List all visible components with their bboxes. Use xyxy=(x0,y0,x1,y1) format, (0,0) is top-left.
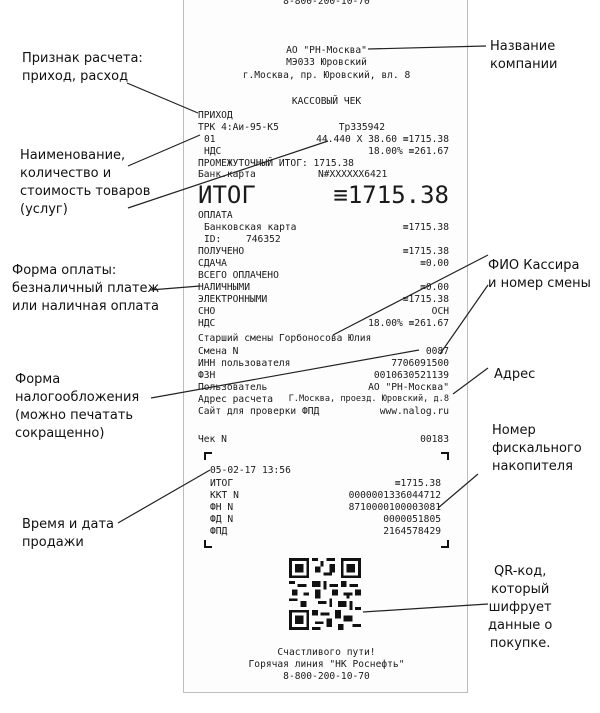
receipt-f-total-label: ИТОГ xyxy=(210,478,234,489)
receipt-bank-card-value: ≡1715.38 xyxy=(402,222,449,233)
receipt: 8-800-200-10-70 АО "РН-Москва" МЭ033 Юро… xyxy=(183,0,468,693)
annotation-sign: Признак расчета: приход, расход xyxy=(22,51,143,84)
receipt-vat2-value: 18.00% ≡261.67 xyxy=(368,318,449,329)
annotation-fn: Номер фискального накопителя xyxy=(492,423,582,474)
receipt-calc-addr-value: Г.Москва, проезд. Юровский, д.8 xyxy=(288,394,449,404)
receipt-inn-value: 7706091500 xyxy=(391,358,449,369)
receipt-vat-value: 18.00% ≡261.67 xyxy=(368,146,449,157)
receipt-company: АО "РН-Москва" xyxy=(286,45,367,56)
receipt-id-value: 746352 xyxy=(246,234,281,245)
receipt-thanks: Счастливого пути! xyxy=(277,647,376,658)
receipt-fn-label: ФН N xyxy=(210,502,234,513)
receipt-shift-label: Смена N xyxy=(198,346,239,357)
receipt-fn-value: 8710000100003081 xyxy=(348,502,441,513)
receipt-fns-site-value: www.nalog.ru xyxy=(379,406,449,417)
receipt-electronic-label: ЭЛЕКТРОННЫМИ xyxy=(198,294,268,305)
annotation-qr: QR-код, который шифрует данные о покупке… xyxy=(488,564,553,651)
receipt-received-value: ≡1715.38 xyxy=(402,246,449,257)
receipt-id-label: ID: xyxy=(204,234,222,245)
frame-corner-bottom-left xyxy=(204,540,212,548)
receipt-fn-sign-value: 0010630521139 xyxy=(373,370,449,381)
receipt-vat2-label: НДС xyxy=(198,318,216,329)
annotation-payment: Форма оплаты: безналичный платеж или нал… xyxy=(12,263,160,314)
receipt-total-label: ИТОГ xyxy=(198,181,256,209)
frame-corner-top-left xyxy=(204,452,212,460)
annotation-datetime: Время и дата продажи xyxy=(22,517,115,550)
receipt-total-paid-label: ВСЕГО ОПЛАЧЕНО xyxy=(198,270,279,281)
receipt-cash-value: ≡0.00 xyxy=(420,282,449,293)
receipt-vat-label: НДС xyxy=(204,146,222,157)
annotation-taxation: Форма налогообложения (можно печатать со… xyxy=(15,372,140,441)
receipt-received-label: ПОЛУЧЕНО xyxy=(198,246,245,257)
receipt-item-num: 01 xyxy=(204,134,216,145)
receipt-cashier: Старший смены Горбоносова Юлия xyxy=(198,333,372,344)
annotation-cashier: ФИО Кассира и номер смены xyxy=(488,258,591,291)
receipt-check-value: 00183 xyxy=(420,434,449,445)
receipt-kkt-value: 0000001336044712 xyxy=(348,490,441,501)
receipt-bank-card-label: Банковская карта xyxy=(204,222,297,233)
receipt-user-label: Пользователь xyxy=(198,382,268,393)
receipt-fns-site-label: Сайт для проверки ФПД xyxy=(198,406,320,417)
receipt-doc-title: КАССОВЫЙ ЧЕК xyxy=(291,96,362,107)
receipt-fd-label: ФД N xyxy=(210,514,234,525)
receipt-fn-sign-label: ФЗН xyxy=(198,370,216,381)
receipt-tax-system-value: ОСН xyxy=(431,306,449,317)
receipt-phone-bottom: 8-800-200-10-70 xyxy=(283,671,370,682)
qr-code xyxy=(289,558,361,630)
receipt-fpd-value: 2164578429 xyxy=(383,526,441,537)
receipt-payment-label: ОПЛАТА xyxy=(198,210,233,221)
receipt-item-name: ТРК 4:Аи-95-К5 xyxy=(198,122,279,133)
receipt-datetime: 05-02-17 13:56 xyxy=(210,465,291,476)
receipt-tax-system-label: СНО xyxy=(198,306,216,317)
receipt-address: г.Москва, пр. Юровский, вл. 8 xyxy=(242,70,411,81)
receipt-f-total-value: ≡1715.38 xyxy=(394,478,441,489)
receipt-change-label: СДАЧА xyxy=(198,258,227,269)
receipt-kkt-label: ККТ N xyxy=(210,490,239,501)
receipt-station: МЭ033 Юровский xyxy=(286,57,367,68)
receipt-cash-label: НАЛИЧНЫМИ xyxy=(198,282,250,293)
receipt-check-label: Чек N xyxy=(198,434,227,445)
annotation-goods: Наименование, количество и стоимость тов… xyxy=(20,148,151,217)
receipt-hotline: Горячая линия "НК Роснефть" xyxy=(248,659,405,670)
receipt-type: ПРИХОД xyxy=(198,110,233,121)
frame-corner-top-right xyxy=(441,452,449,460)
receipt-card-label: Банк.карта xyxy=(198,169,256,180)
receipt-fpd-label: ФПД xyxy=(210,526,228,537)
receipt-calc-addr-label: Адрес расчета xyxy=(198,394,274,405)
receipt-shift-value: 0087 xyxy=(425,346,449,357)
receipt-change-value: ≡0.00 xyxy=(420,258,449,269)
frame-corner-bottom-right xyxy=(441,540,449,548)
receipt-total-value: ≡1715.38 xyxy=(333,181,449,209)
receipt-fd-value: 0000051805 xyxy=(383,514,441,525)
receipt-phone-top: 8-800-200-10-70 xyxy=(283,0,370,7)
receipt-card-num: N#XXXXXX6421 xyxy=(318,169,388,180)
receipt-item-calc: 44.440 X 38.60 ≡1715.38 xyxy=(316,134,449,145)
receipt-item-code: Тр335942 xyxy=(338,122,385,133)
receipt-subtotal: ПРОМЕЖУТОЧНЫЙ ИТОГ: 1715.38 xyxy=(198,158,354,169)
annotation-company: Название компании xyxy=(490,39,558,72)
receipt-user-value: АО "РН-Москва" xyxy=(368,382,449,393)
receipt-electronic-value: ≡1715.38 xyxy=(402,294,449,305)
annotation-address: Адрес xyxy=(494,367,536,382)
receipt-inn-label: ИНН пользователя xyxy=(198,358,291,369)
